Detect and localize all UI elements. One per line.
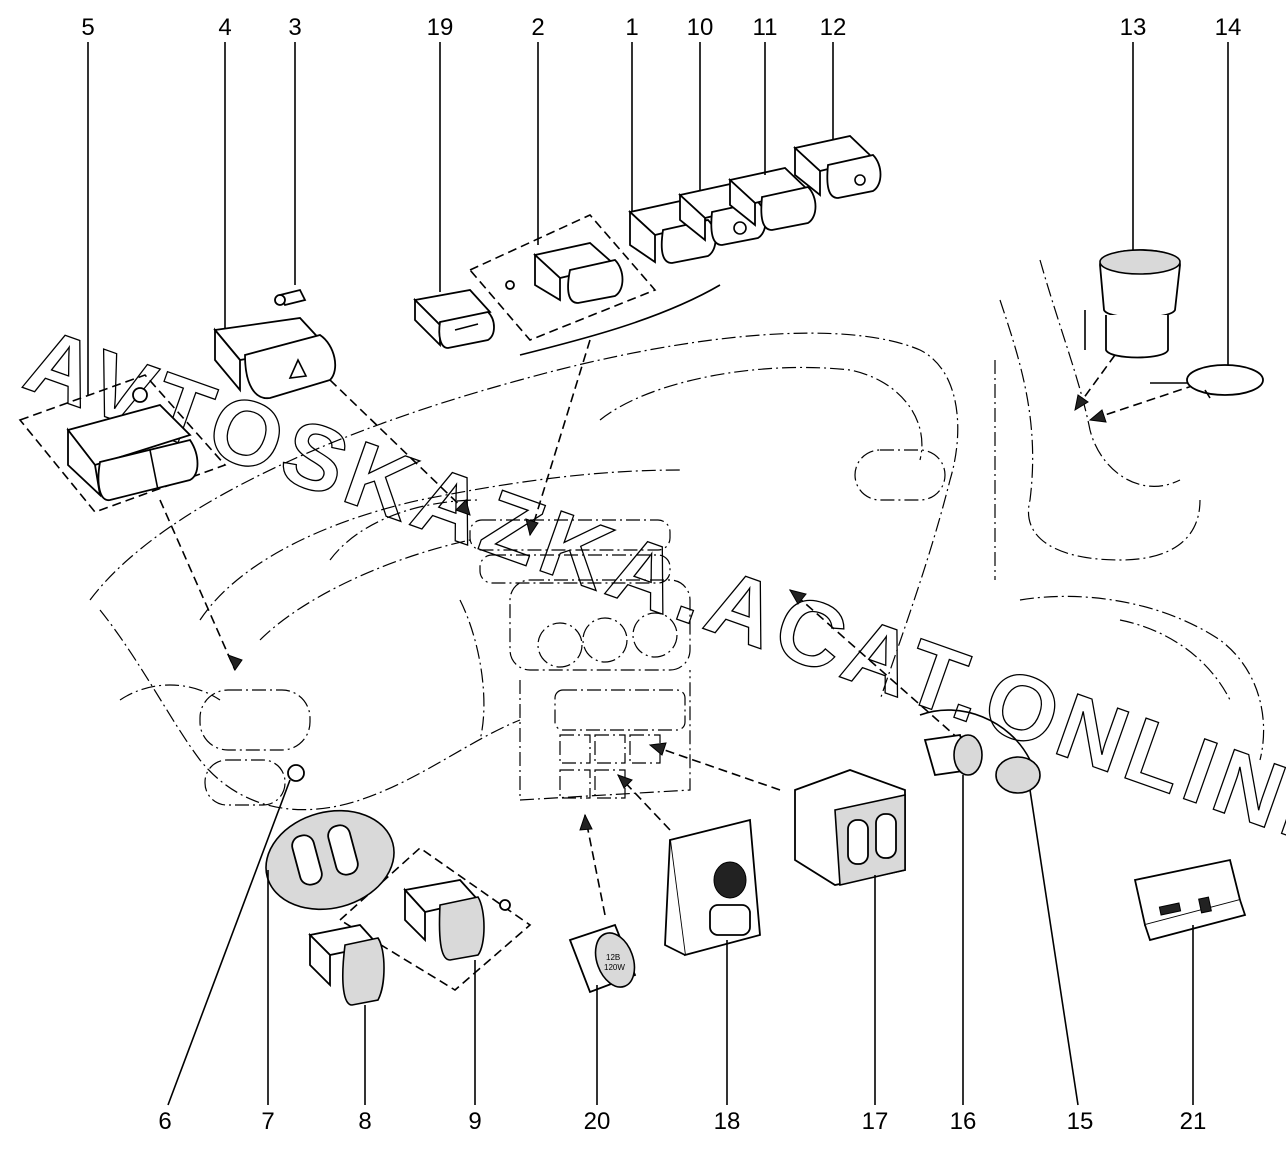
part-4-hazard-switch <box>213 317 337 399</box>
callout-16: 16 <box>949 1108 977 1135</box>
callout-17: 17 <box>861 1108 889 1135</box>
callout-9: 9 <box>468 1108 482 1135</box>
group-box-9 <box>338 846 532 991</box>
callout-13: 13 <box>1119 14 1147 41</box>
callout-15: 15 <box>1066 1108 1094 1135</box>
part-14-cap <box>1186 364 1264 399</box>
part-11-switch <box>728 167 817 231</box>
callout-6: 6 <box>158 1108 172 1135</box>
callout-12: 12 <box>819 14 847 41</box>
callout-4: 4 <box>218 14 232 41</box>
part-21-switch-block <box>1133 858 1247 942</box>
door-outline <box>994 259 1265 761</box>
part-6-grommet <box>287 764 305 782</box>
watermark: AVTOSKAZKA.ACAT.ONLINE <box>13 309 1286 874</box>
callout-19: 19 <box>426 14 454 41</box>
callout-8: 8 <box>358 1108 372 1135</box>
arrow-14 <box>1089 384 1196 421</box>
arrow-17 <box>649 744 781 791</box>
part-8-switch <box>308 924 385 1006</box>
callout-7: 7 <box>261 1108 275 1135</box>
part-3-bulb <box>274 288 307 307</box>
arrow-4 <box>329 379 471 516</box>
group-box-5 <box>18 374 227 513</box>
trim-line-right <box>919 709 1031 761</box>
group-box-2 <box>468 214 657 341</box>
callout-14: 14 <box>1214 14 1242 41</box>
trim-line-top <box>519 284 721 356</box>
callout-11: 11 <box>752 14 778 41</box>
arrow-20 <box>584 814 606 916</box>
part-7-oval-panel <box>265 809 395 911</box>
part-2-switch <box>505 242 624 304</box>
leader-lines <box>87 42 1229 1106</box>
socket-rating-2: 120W <box>604 963 625 972</box>
part-9-switch <box>403 879 511 961</box>
part-18-mirror-control <box>664 818 761 957</box>
callout-21: 21 <box>1179 1108 1207 1135</box>
part-17-window-switch <box>794 769 906 886</box>
dashboard-outline <box>89 332 959 811</box>
watermark-text: AVTOSKAZKA.ACAT.ONLINE <box>13 309 1286 872</box>
part-13-door-switch <box>1099 249 1181 359</box>
callout-5: 5 <box>81 14 95 41</box>
part-5-double-switch <box>66 387 199 501</box>
socket-rating-1: 12B <box>606 953 620 962</box>
callout-3: 3 <box>288 14 302 41</box>
callout-20: 20 <box>583 1108 611 1135</box>
part-15-button <box>995 756 1041 794</box>
arrow-2 <box>529 339 591 536</box>
callout-10: 10 <box>686 14 714 41</box>
callout-2: 2 <box>531 14 545 41</box>
part-16-button <box>923 733 983 777</box>
arrow-5 <box>159 499 236 671</box>
callout-18: 18 <box>713 1108 741 1135</box>
arrow-16 <box>789 589 961 741</box>
part-19-switch <box>413 289 495 349</box>
callout-1: 1 <box>625 14 639 41</box>
part-20-power-socket: 12B 120W <box>568 923 637 994</box>
part-12-switch <box>793 135 882 199</box>
